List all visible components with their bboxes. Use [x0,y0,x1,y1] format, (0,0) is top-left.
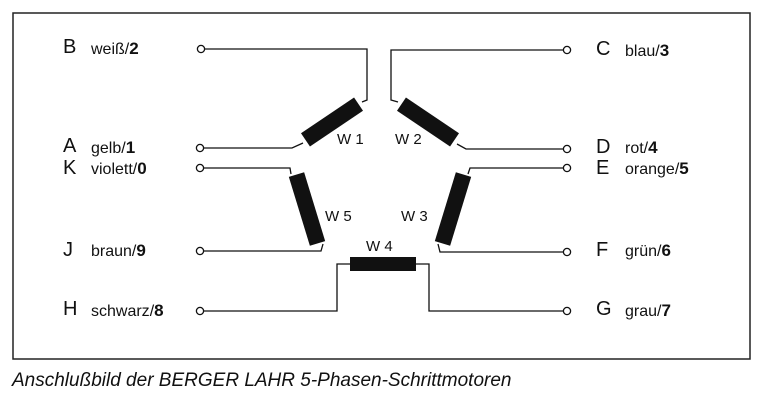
terminal-b-label: weiß/2 [90,39,139,58]
wire-d [456,143,563,150]
winding-label-w2: W 2 [395,131,422,148]
terminal-j-circle [195,246,205,256]
terminal-k-letter: K [63,157,77,179]
terminal-b-letter: B [63,36,76,58]
terminal-g-letter: G [596,298,612,320]
terminal-f-circle [562,247,572,257]
terminal-h-label: schwarz/8 [91,301,164,320]
terminal-g-label: grau/7 [625,301,671,320]
terminal-a-circle [195,143,205,153]
terminal-d-letter: D [596,136,610,158]
winding-w5 [288,172,326,246]
terminal-g-circle [562,306,572,316]
terminal-h-circle [195,306,205,316]
winding-label-w4: W 4 [366,238,393,255]
terminal-k-circle [195,163,205,173]
left-terminal-labels: B weiß/2 A gelb/1 K violett/0 J braun/9 … [63,36,164,320]
wires [204,48,563,312]
terminal-e-circle [562,163,572,173]
figure-caption: Anschlußbild der BERGER LAHR 5-Phasen-Sc… [12,370,512,391]
wire-g [415,263,563,312]
wire-k [204,167,292,175]
wire-b [205,48,368,103]
winding-label-w5: W 5 [325,208,352,225]
terminal-c-letter: C [596,38,610,60]
wire-a [204,142,304,149]
wire-f [437,243,563,253]
windings [288,97,472,271]
terminal-j-letter: J [63,239,73,261]
wire-j [204,243,324,252]
terminal-a-label: gelb/1 [91,138,135,157]
wire-h [204,263,351,312]
wire-e [467,167,563,175]
terminal-c-circle [562,45,572,55]
winding-w2 [396,97,460,147]
winding-labels: W 1 W 2 W 3 W 4 W 5 [325,131,428,255]
terminals [195,44,572,316]
winding-w1 [300,97,364,147]
terminal-f-letter: F [596,239,608,261]
terminal-b-circle [196,44,206,54]
winding-label-w1: W 1 [337,131,364,148]
winding-label-w3: W 3 [401,208,428,225]
terminal-f-label: grün/6 [625,241,671,260]
terminal-d-circle [562,144,572,154]
diagram-border [12,12,751,360]
winding-w4 [350,257,416,271]
terminal-e-letter: E [596,157,609,179]
wire-c [390,49,563,103]
terminal-a-letter: A [63,135,77,157]
terminal-d-label: rot/4 [625,138,658,157]
terminal-k-label: violett/0 [91,159,147,178]
terminal-e-label: orange/5 [625,159,689,178]
winding-w3 [434,172,472,246]
terminal-h-letter: H [63,298,77,320]
terminal-c-label: blau/3 [625,41,669,60]
right-terminal-labels: C blau/3 D rot/4 E orange/5 F grün/6 G g… [596,38,689,320]
terminal-j-label: braun/9 [91,241,146,260]
